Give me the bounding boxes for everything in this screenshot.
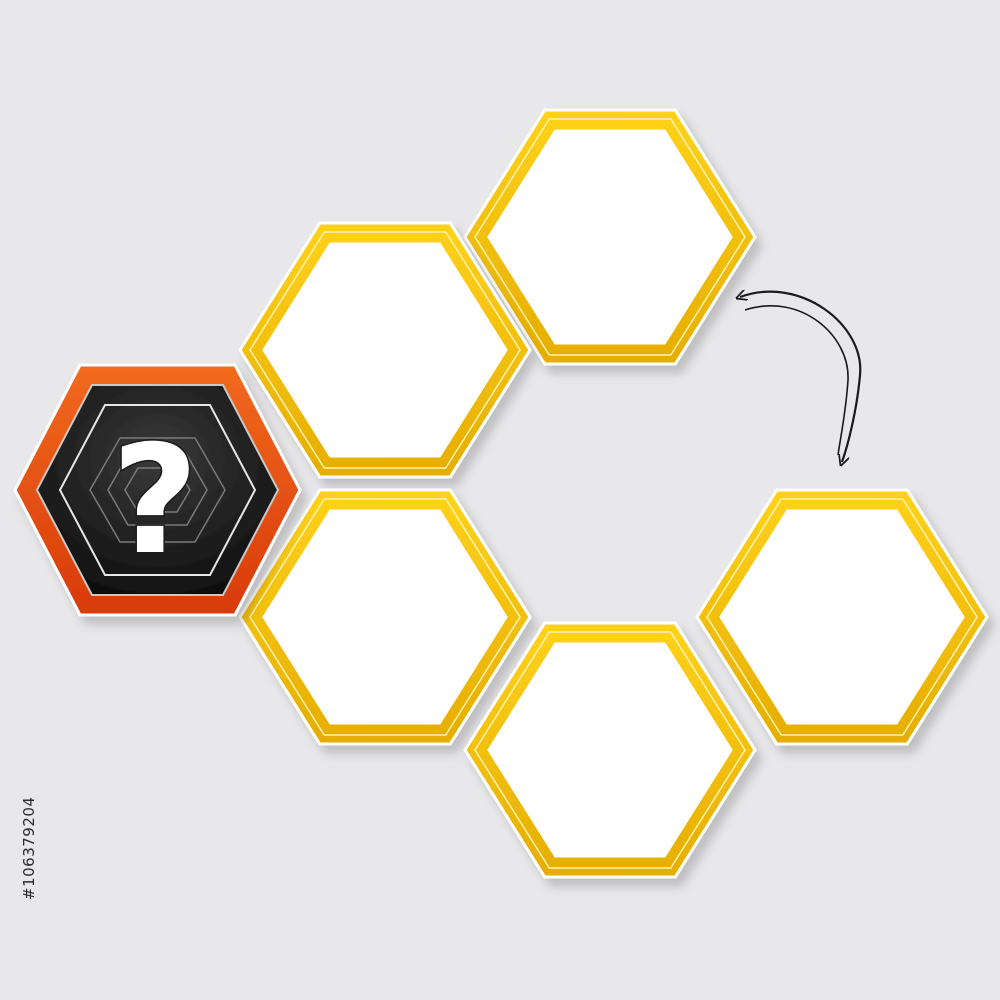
stock-id-label: #106379204 <box>20 796 38 900</box>
hexagon-cell-top <box>463 108 757 366</box>
hexagon-cell-lower-left <box>238 488 532 746</box>
hexagon-cells <box>238 108 989 879</box>
hexagon-cell-bottom <box>463 621 757 879</box>
hexagon-cell-right <box>695 488 989 746</box>
hexagon-cell-upper-left <box>238 221 532 479</box>
question-mark-icon: ? <box>111 414 198 588</box>
question-badge: ? <box>13 363 302 617</box>
curved-double-arrow-icon <box>740 292 862 462</box>
